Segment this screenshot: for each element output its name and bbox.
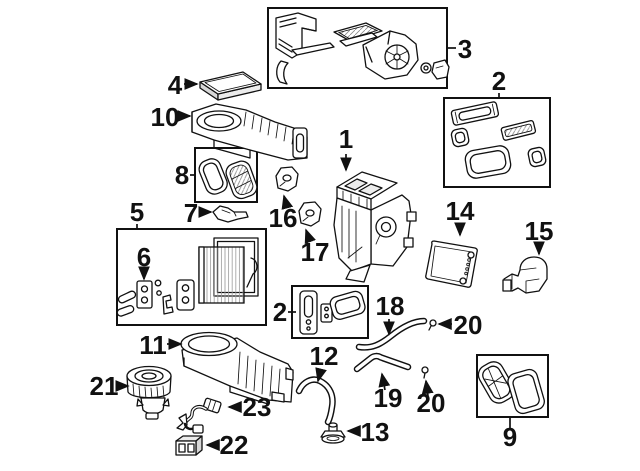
part-10-upper-case xyxy=(191,103,308,161)
callout-2-lower: 2 xyxy=(273,297,287,327)
callout-17: 17 xyxy=(301,237,330,267)
leader-16 xyxy=(281,194,294,210)
part-8-door-plate xyxy=(225,160,258,200)
callout-19: 19 xyxy=(374,383,403,413)
callout-4: 4 xyxy=(168,70,183,100)
callout-5: 5 xyxy=(130,197,144,227)
callout-12: 12 xyxy=(310,341,339,371)
part-11-lower-case xyxy=(180,331,294,405)
callout-23: 23 xyxy=(243,392,272,422)
part-20-clip-lower xyxy=(421,366,429,379)
part-5-o-ring xyxy=(154,279,162,287)
part-2-seal-frame xyxy=(450,101,500,126)
part-5-evaporator-core xyxy=(198,246,245,304)
part-14-rear-core xyxy=(425,240,478,288)
part-3-hook-duct xyxy=(276,60,289,85)
part-20-clip-upper xyxy=(428,319,437,331)
leader-19 xyxy=(378,372,391,391)
callout-7: 7 xyxy=(184,198,198,228)
part-23-wiring-harness xyxy=(176,397,222,434)
callout-16: 16 xyxy=(269,203,298,233)
callout-22: 22 xyxy=(220,430,249,460)
part-3-small-actuator xyxy=(431,59,450,80)
part-9-seal-right xyxy=(507,368,545,415)
callout-labels: 1 2 2 3 4 5 6 7 8 9 10 11 12 13 14 15 16… xyxy=(90,34,554,460)
part-2-large-seal xyxy=(464,145,512,179)
callout-9: 9 xyxy=(503,422,517,452)
part-22-blower-resistor xyxy=(175,435,203,456)
part-21-blower-motor xyxy=(126,365,172,420)
leader-20-lower xyxy=(421,379,434,397)
part-3-vent-duct xyxy=(333,22,383,47)
callout-8: 8 xyxy=(175,160,189,190)
part-19-heater-hose xyxy=(353,352,412,373)
part-12-drain-hose xyxy=(295,376,336,426)
part-16-actuator xyxy=(275,166,299,192)
leader-12 xyxy=(315,367,327,383)
part-6-expansion-valve xyxy=(136,280,153,309)
callout-10: 10 xyxy=(151,102,180,132)
callout-14: 14 xyxy=(446,196,475,226)
callout-11: 11 xyxy=(139,330,167,360)
callout-20-lower: 20 xyxy=(417,388,446,418)
part-2-gasket-plate xyxy=(299,290,318,335)
part-18-heater-hose xyxy=(355,317,428,351)
leader-17 xyxy=(304,228,316,245)
part-2-ring-seal xyxy=(329,290,366,320)
part-5-tube-stub xyxy=(117,290,137,304)
callout-3: 3 xyxy=(458,34,472,64)
part-5-o-ring xyxy=(156,290,162,296)
callout-20-upper: 20 xyxy=(454,310,483,340)
part-13-drain-valve xyxy=(320,422,346,444)
callout-18: 18 xyxy=(376,291,405,321)
part-15-bracket xyxy=(502,256,548,294)
part-3-grommet-hole xyxy=(423,65,429,71)
part-3-duct-housing xyxy=(275,12,335,59)
part-2-small-seal-right xyxy=(527,146,547,168)
callout-21: 21 xyxy=(90,371,119,401)
part-3-blower-housing xyxy=(362,30,419,80)
callout-15: 15 xyxy=(525,216,554,246)
part-2-vent-seal xyxy=(500,119,537,141)
part-5-tube-stub xyxy=(116,304,135,317)
part-5-clip xyxy=(162,294,174,315)
part-17-actuator xyxy=(298,201,322,227)
part-4-filter xyxy=(199,71,262,101)
callout-1: 1 xyxy=(339,124,353,154)
part-9-seal-left xyxy=(477,361,515,404)
part-1-hvac-case xyxy=(333,171,417,283)
callout-13: 13 xyxy=(361,417,390,447)
part-8-ring-seal xyxy=(198,158,228,195)
part-2-small-seal-left xyxy=(450,127,470,148)
callout-6: 6 xyxy=(137,242,151,272)
part-7-bracket xyxy=(212,205,249,223)
part-5-port-block xyxy=(176,279,195,311)
callout-leaders xyxy=(115,47,545,451)
callout-2-upper: 2 xyxy=(492,66,506,96)
